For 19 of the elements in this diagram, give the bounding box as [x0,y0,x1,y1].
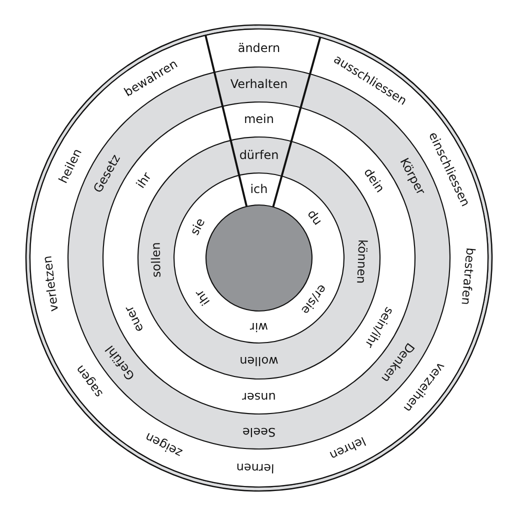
word-label: euer [122,304,146,334]
word-label: dürfen [239,148,279,162]
word-label: du [304,207,325,228]
word-label: sollen [148,242,164,278]
word-label: können [354,239,370,284]
word-label: Verhalten [230,77,288,91]
word-label: lernen [236,460,274,476]
word-label: ihr [134,170,154,191]
word-label: wollen [240,354,278,368]
word-label: ich [250,182,268,196]
word-label: verletzen [40,254,61,312]
word-label: sie [187,216,208,238]
word-label: ändern [238,41,280,55]
word-label: bestrafen [458,247,478,306]
word-label: unser [242,390,276,404]
word-label: Seele [242,425,276,439]
word-label: ihr [192,287,213,308]
word-label: mein [244,112,274,126]
word-label: wir [250,320,268,334]
